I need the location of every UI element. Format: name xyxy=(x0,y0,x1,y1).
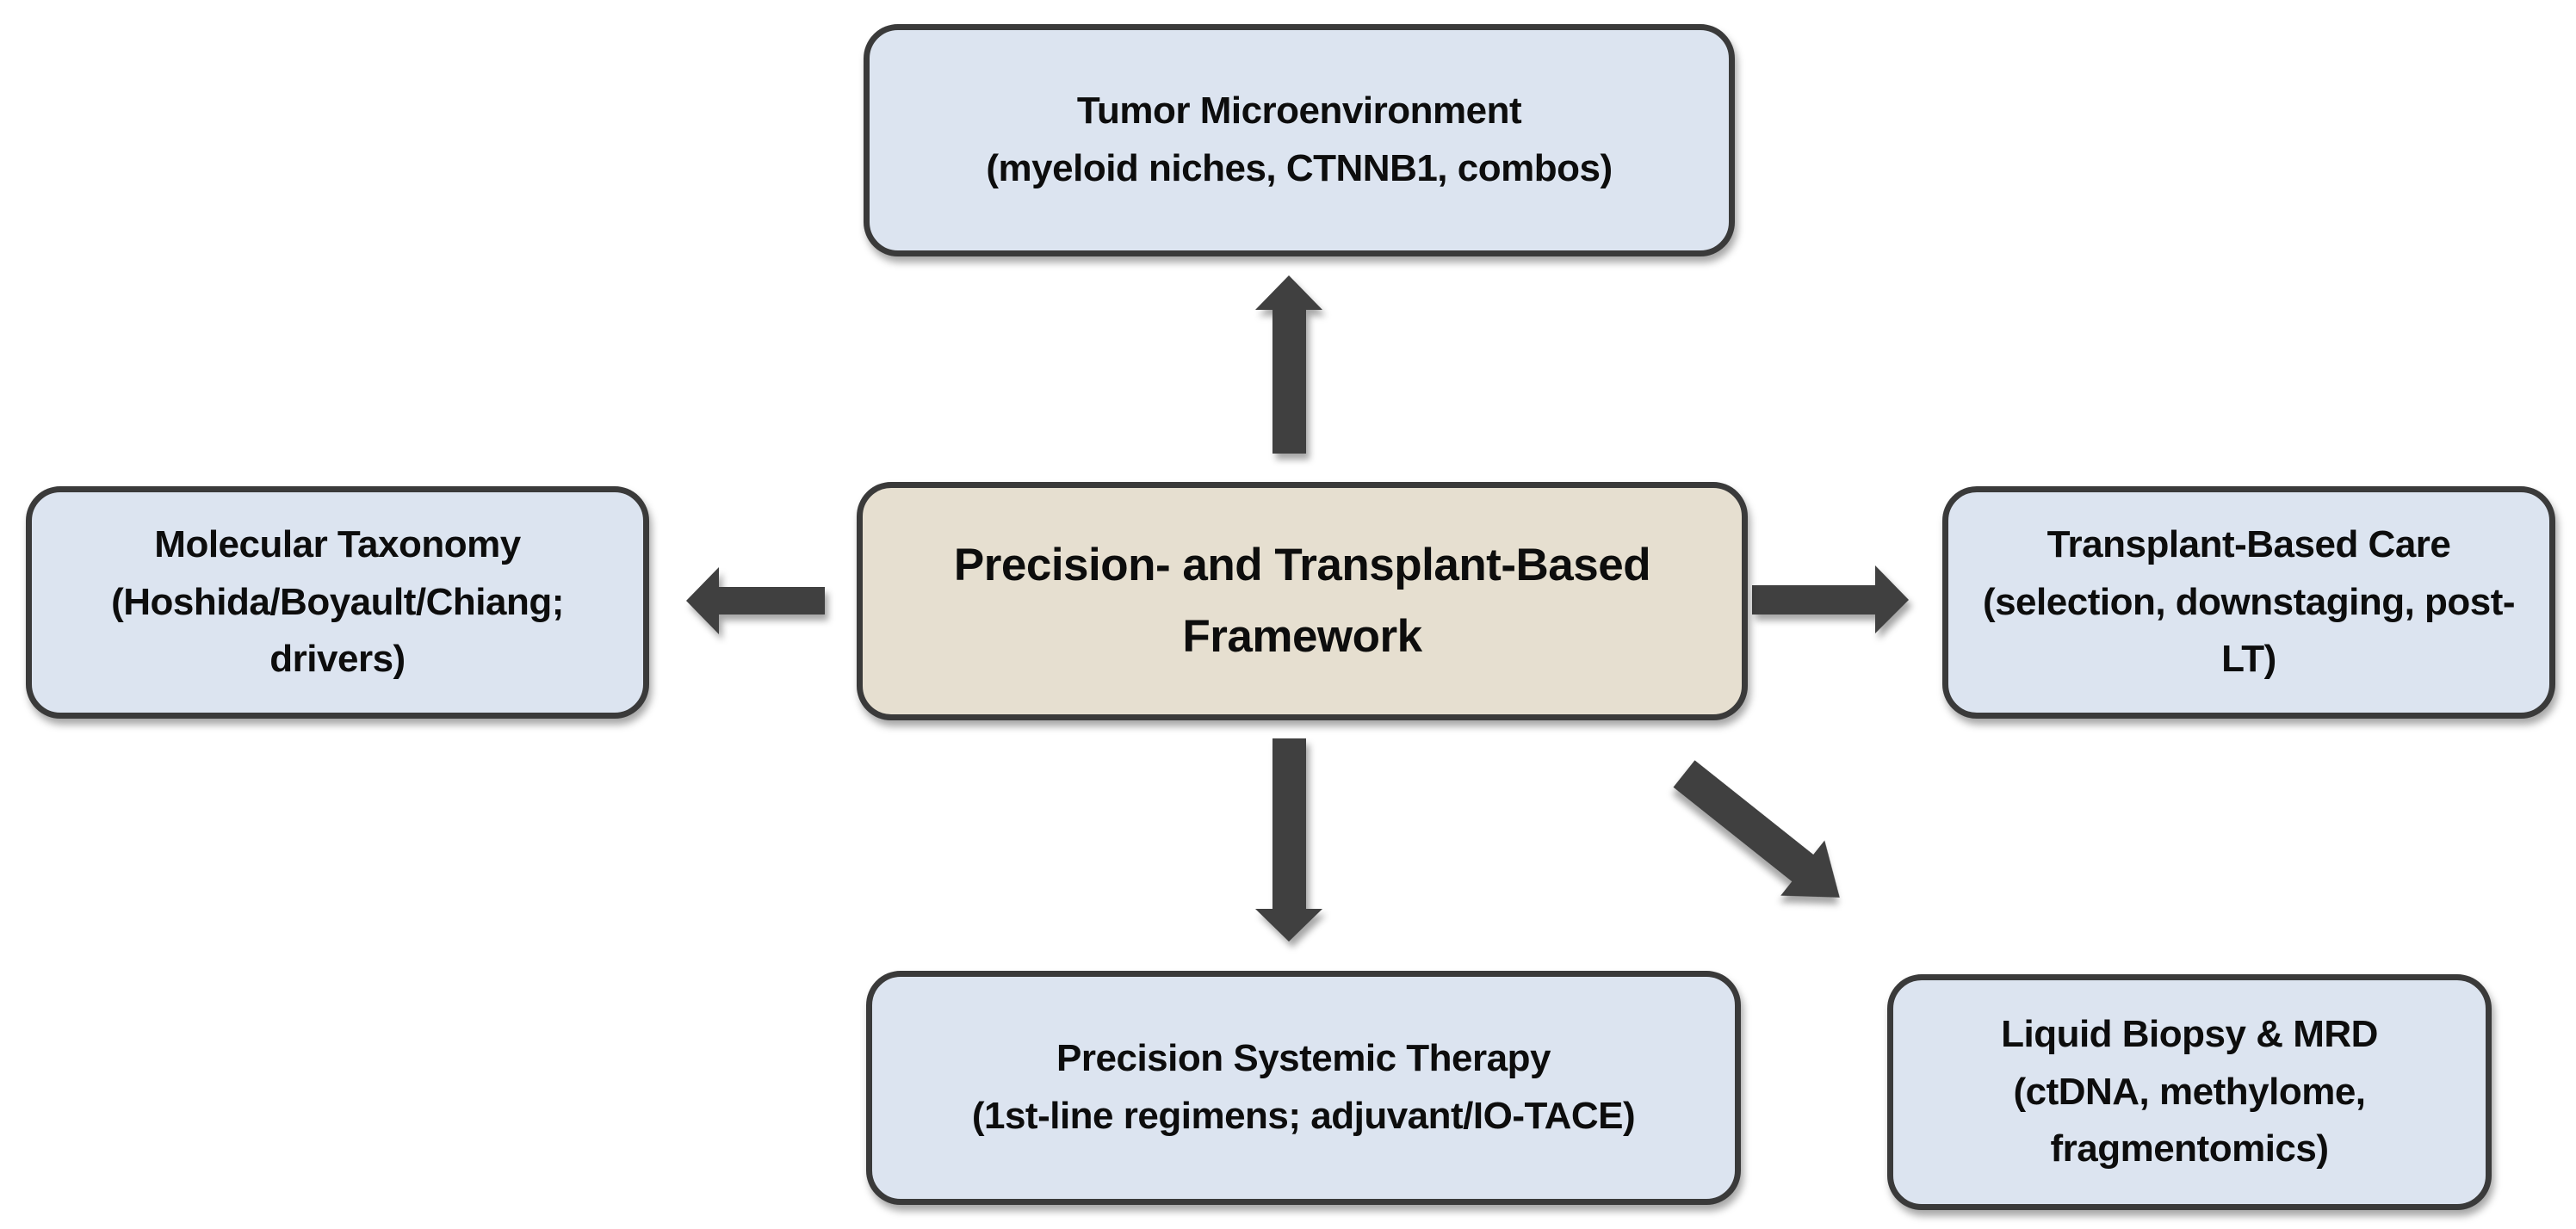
node-liquid-biopsy-mrd: Liquid Biopsy & MRD (ctDNA, methylome, f… xyxy=(1887,974,2492,1210)
node-detail: (Hoshida/Boyault/Chiang; drivers) xyxy=(111,580,564,681)
node-molecular-taxonomy: Molecular Taxonomy (Hoshida/Boyault/Chia… xyxy=(26,486,649,719)
node-title: Transplant-Based Care xyxy=(2047,522,2451,565)
node-transplant-based-care: Transplant-Based Care (selection, downst… xyxy=(1942,486,2555,719)
node-detail: (selection, downstaging, post-LT) xyxy=(1982,580,2516,681)
node-title: Liquid Biopsy & MRD xyxy=(2001,1012,2378,1055)
arrow-right-icon xyxy=(1752,565,1909,633)
arrow-down-icon xyxy=(1255,738,1322,942)
node-label: Precision- and Transplant-Based Framewor… xyxy=(953,540,1651,662)
node-tumor-microenvironment: Tumor Microenvironment (myeloid niches, … xyxy=(864,24,1735,256)
arrow-up-icon xyxy=(1255,275,1322,454)
node-central-framework: Precision- and Transplant-Based Framewor… xyxy=(857,482,1748,720)
node-precision-systemic-therapy: Precision Systemic Therapy (1st-line reg… xyxy=(866,971,1741,1205)
node-detail: (myeloid niches, CTNNB1, combos) xyxy=(986,147,1613,189)
arrow-diagonal-down-right-icon xyxy=(1673,760,1840,898)
node-title: Tumor Microenvironment xyxy=(1076,90,1522,133)
node-title: Molecular Taxonomy xyxy=(154,522,521,565)
node-detail: (1st-line regimens; adjuvant/IO-TACE) xyxy=(971,1095,1636,1137)
node-detail: (ctDNA, methylome, fragmentomics) xyxy=(2013,1070,2366,1170)
node-title: Precision Systemic Therapy xyxy=(1056,1037,1551,1080)
arrow-left-icon xyxy=(686,567,825,634)
